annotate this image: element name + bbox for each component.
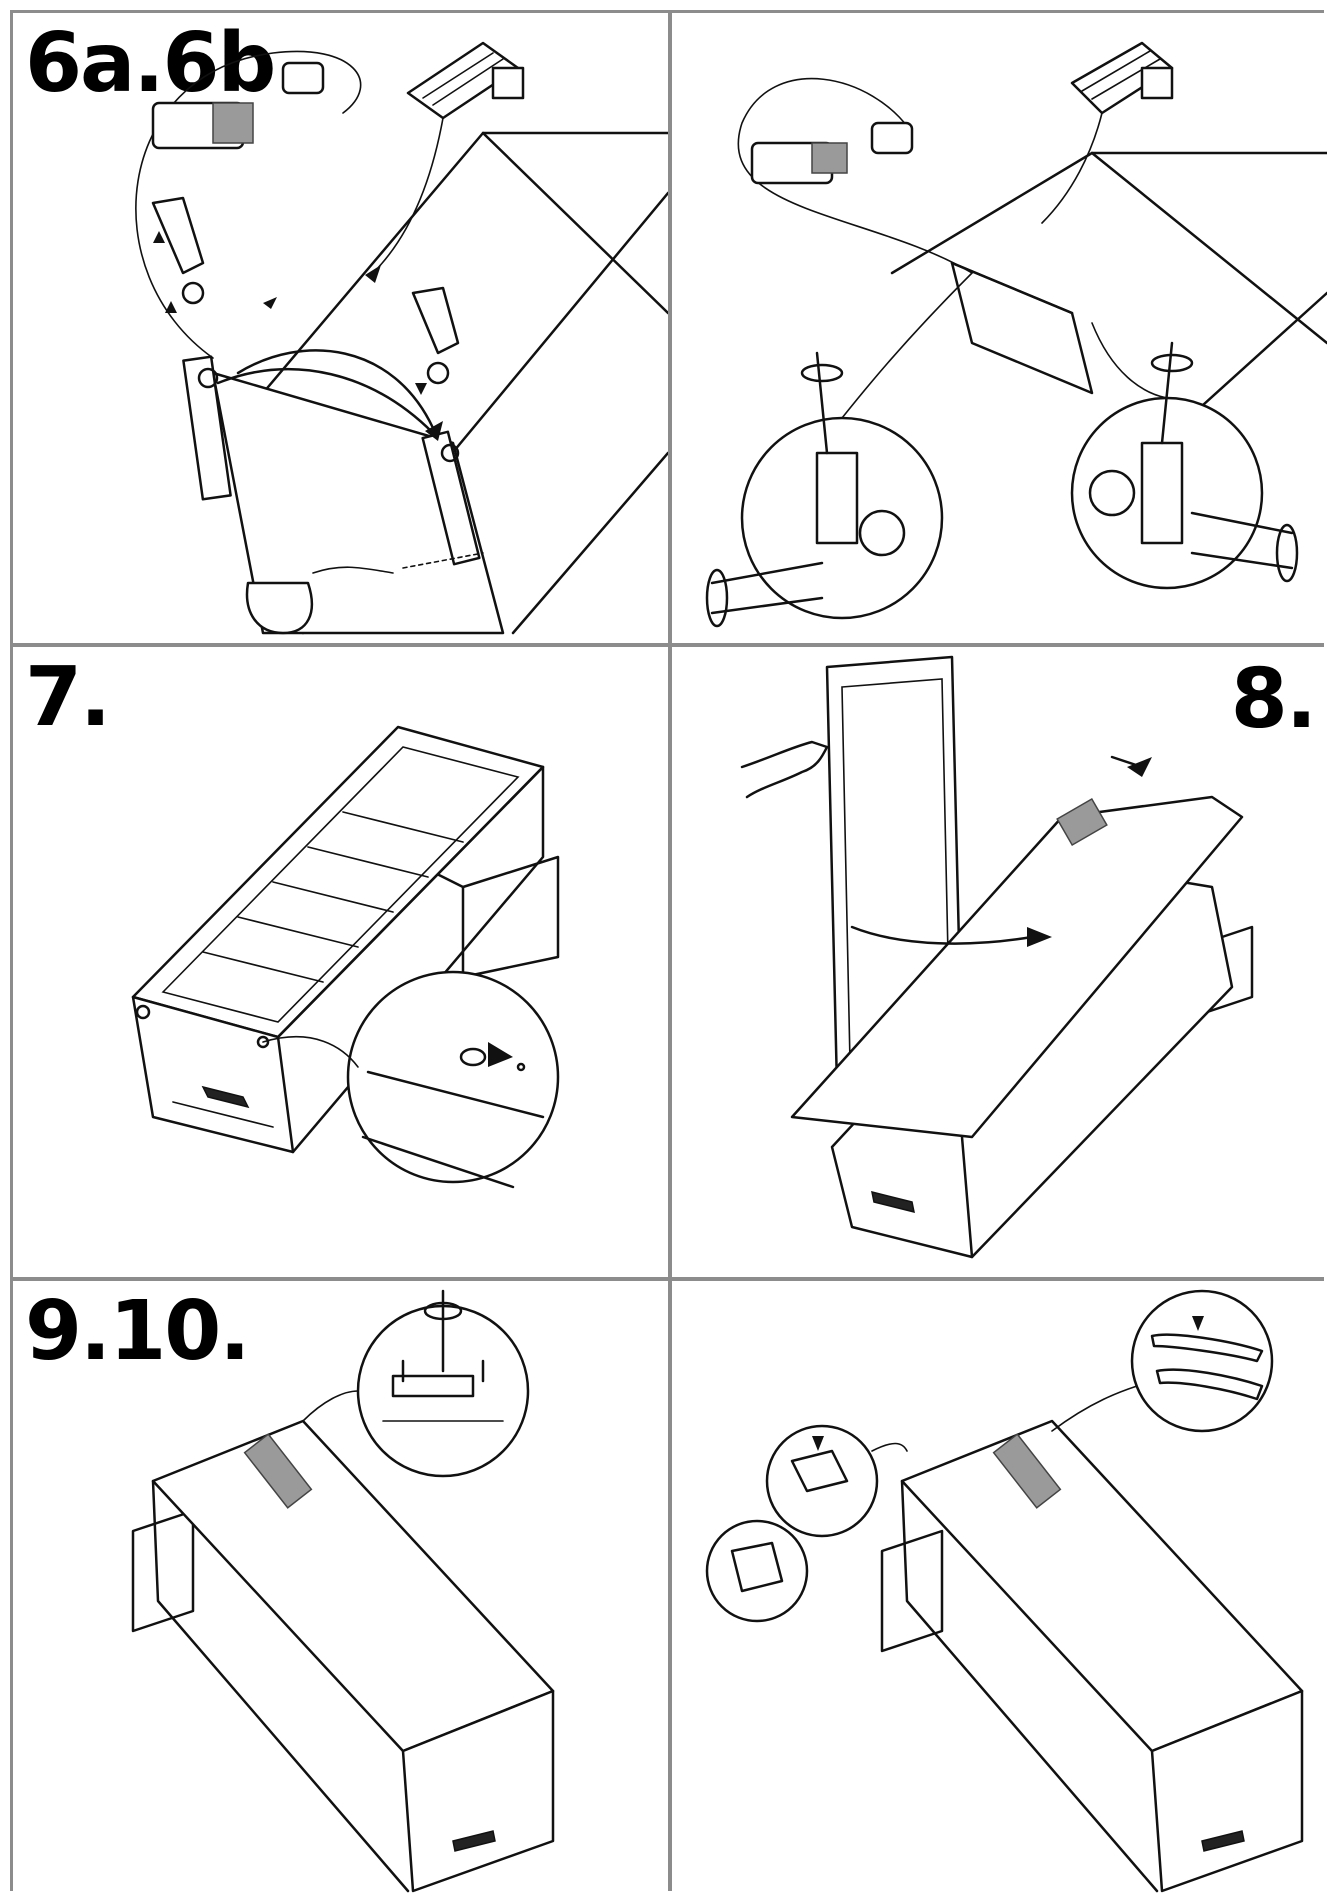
- hinge-fit-illustration: [705, 41, 1327, 628]
- step-label: 6a.6b: [25, 16, 276, 111]
- panel-step-8: 8.: [672, 647, 1327, 1277]
- panel-step-hinge-fit: [672, 13, 1327, 643]
- instruction-grid: 6a.6b: [10, 10, 1327, 1896]
- hinge-swap-illustration: [135, 41, 668, 635]
- door-fitted-illustration: [131, 725, 560, 1189]
- panel-step-9-10: 9.10.: [13, 1281, 668, 1896]
- panel-step-7: 7.: [13, 647, 668, 1277]
- panel-step-6a-6b: 6a.6b: [13, 13, 668, 643]
- panel-step-finish: [672, 1281, 1327, 1896]
- door-mount-illustration: [740, 655, 1254, 1259]
- step-label: 8.: [1230, 652, 1317, 747]
- step-label: 7.: [25, 650, 111, 745]
- finish-illustration: [705, 1289, 1304, 1893]
- step-label: 9.10.: [25, 1284, 250, 1379]
- cap-fix-illustration: [131, 1289, 555, 1893]
